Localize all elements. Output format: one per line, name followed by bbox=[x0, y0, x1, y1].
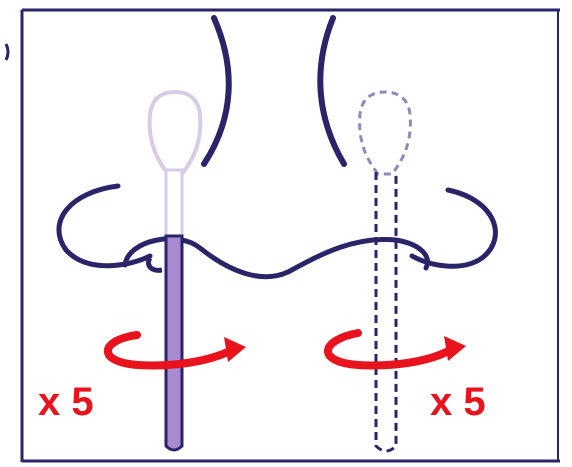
swab-dashed-right bbox=[360, 92, 411, 451]
rotation-count-right: x 5 bbox=[430, 380, 486, 424]
rotation-arrow-right-head bbox=[444, 336, 466, 361]
swab-shaft-right bbox=[376, 172, 396, 451]
swab-shaft-lower-left bbox=[166, 236, 182, 450]
swab-shaft-upper-left bbox=[166, 170, 182, 240]
nose-bridge-left bbox=[204, 18, 229, 164]
rotation-count-left: x 5 bbox=[38, 380, 94, 424]
left-nostril-front-curve bbox=[149, 258, 163, 270]
nose-outline bbox=[59, 18, 495, 277]
frame-corner-mark bbox=[6, 44, 8, 60]
left-nostril-wing bbox=[59, 186, 150, 266]
swab-tip-left bbox=[150, 92, 201, 174]
rotation-arrow-right-arc bbox=[328, 333, 452, 365]
swab-tip-right bbox=[360, 92, 411, 174]
rotation-arrow-left-head bbox=[224, 337, 246, 362]
nose-bridge-right bbox=[320, 18, 344, 164]
